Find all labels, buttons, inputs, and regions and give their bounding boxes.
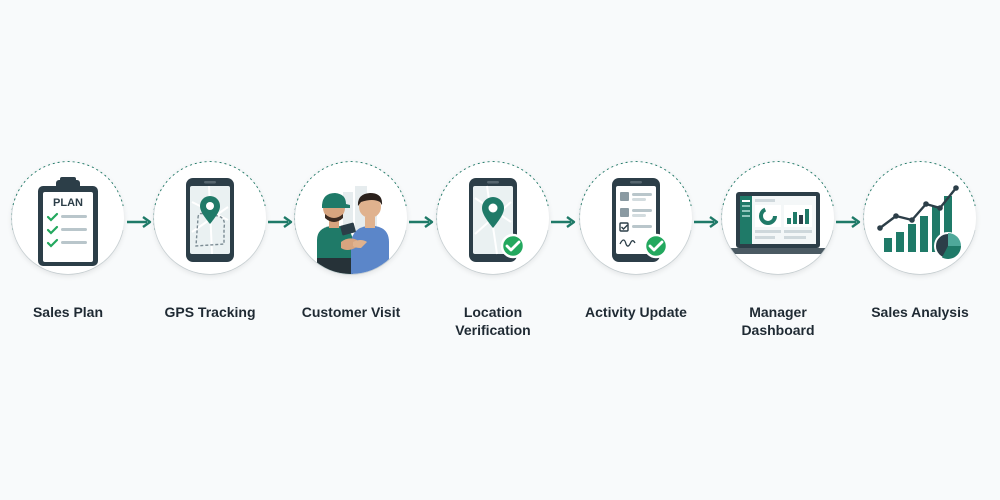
step-label: Manager Dashboard: [741, 304, 815, 338]
step-label: Sales Analysis: [871, 304, 969, 320]
check-badge-icon: [500, 233, 526, 259]
laptop-dashboard-icon: [728, 192, 828, 254]
arrow-right-icon: [268, 216, 293, 228]
step-circle: [715, 155, 841, 281]
clipboard-title: PLAN: [53, 197, 83, 209]
step-label: GPS Tracking: [164, 304, 256, 320]
step-circle: PLAN: [5, 155, 131, 281]
step-gps-tracking: GPS Tracking: [145, 155, 275, 321]
phone-map-pin-icon: [186, 178, 234, 262]
clipboard-icon: PLAN: [38, 177, 98, 266]
growth-chart-icon: [877, 185, 962, 260]
phone-form-check-icon: [612, 178, 669, 262]
arrow-right-icon: [694, 216, 719, 228]
step-label: Location Verification: [455, 304, 531, 338]
arrow-right-icon: [836, 216, 861, 228]
step-customer-visit: Customer Visit: [286, 155, 416, 321]
check-badge-icon: [643, 233, 669, 259]
step-label: Activity Update: [585, 304, 687, 320]
phone-location-check-icon: [469, 178, 526, 262]
step-circle: [288, 155, 414, 281]
step-circle: [857, 155, 983, 281]
user-icon: [620, 192, 629, 201]
step-manager-dashboard: Manager Dashboard: [713, 155, 843, 339]
step-location-verification: Location Verification: [428, 155, 558, 339]
arrow-right-icon: [409, 216, 434, 228]
signature-mark: [619, 239, 636, 247]
step-label: Customer Visit: [301, 304, 401, 320]
arrow-right-icon: [127, 216, 152, 228]
step-circle: [147, 155, 273, 281]
step-activity-update: Activity Update: [571, 155, 701, 321]
step-circle: [573, 155, 699, 281]
step-label: Sales Plan: [32, 304, 104, 320]
step-circle: [430, 155, 556, 281]
step-sales-plan: PLAN Sales Plan: [3, 155, 133, 321]
arrow-right-icon: [551, 216, 576, 228]
step-sales-analysis: Sales Analysis: [855, 155, 985, 321]
handshake-people-icon: [317, 186, 389, 274]
